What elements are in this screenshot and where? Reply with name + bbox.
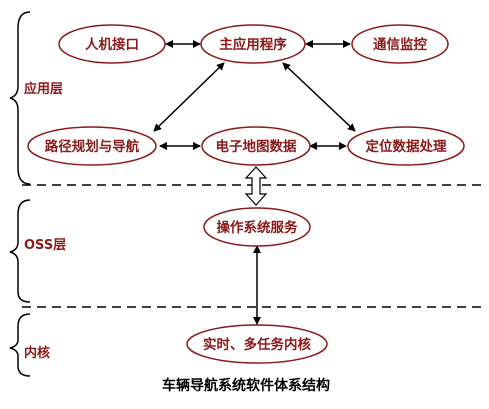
- kernel-layer-brace: [9, 313, 31, 377]
- layer-label-oss: OSS层: [24, 238, 66, 253]
- layer-label-kernel: 内核: [24, 345, 50, 361]
- node-human-interface-label: 人机接口: [85, 36, 139, 53]
- link-main-positioning: [282, 62, 356, 132]
- diagram-caption: 车辆导航系统软件体系结构: [162, 377, 330, 394]
- node-realtime-kernel-label: 实时、多任务内核: [203, 336, 311, 353]
- node-realtime-kernel: 实时、多任务内核: [186, 324, 328, 364]
- node-os-service: 操作系统服务: [203, 207, 311, 247]
- node-positioning-label: 定位数据处理: [366, 138, 447, 155]
- link-map-os-hollow-arrow: [244, 166, 268, 206]
- node-route-planning-label: 路径规划与导航: [45, 138, 140, 155]
- node-map-data-label: 电子地图数据: [216, 138, 297, 155]
- node-human-interface: 人机接口: [58, 24, 166, 64]
- node-comm-monitor: 通信监控: [351, 24, 449, 64]
- node-main-program: 主应用程序: [200, 24, 306, 64]
- node-comm-monitor-label: 通信监控: [373, 36, 427, 53]
- application-layer-brace: [9, 11, 31, 185]
- oss-layer-brace: [9, 199, 31, 303]
- node-os-service-label: 操作系统服务: [217, 219, 298, 236]
- node-route-planning: 路径规划与导航: [27, 126, 157, 166]
- link-main-route: [153, 62, 225, 132]
- layer-label-application: 应用层: [24, 81, 63, 97]
- node-main-program-label: 主应用程序: [219, 36, 287, 53]
- node-map-data: 电子地图数据: [201, 126, 311, 166]
- node-positioning: 定位数据处理: [347, 126, 465, 166]
